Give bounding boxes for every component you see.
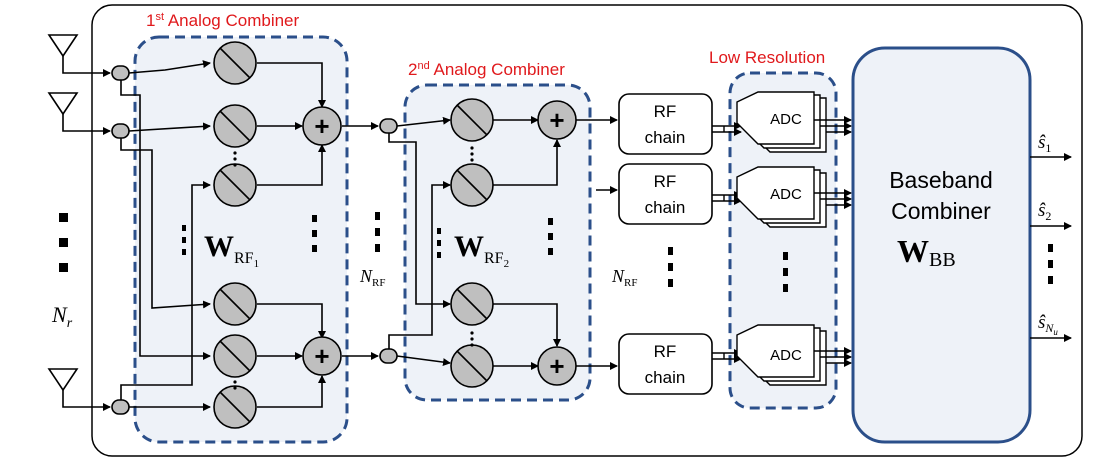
small-dots: [233, 151, 237, 390]
antenna-icon: [47, 92, 111, 135]
svg-text:+: +: [549, 351, 564, 381]
svg-text:chain: chain: [645, 368, 686, 387]
adc-block: ADC: [736, 91, 827, 153]
phase-shifter-icon: [213, 282, 257, 326]
rf-adc-wiring: [712, 122, 741, 359]
svg-text:RF: RF: [654, 102, 677, 121]
adder-icon: +: [302, 336, 342, 376]
svg-text:RF: RF: [654, 342, 677, 361]
s2-label: ŝ2: [1038, 200, 1051, 223]
adder-icon: +: [537, 100, 577, 140]
svg-text:ADC: ADC: [770, 186, 802, 203]
rf-chain-block: RF chain: [618, 93, 713, 155]
vertical-ellipsis: [375, 212, 380, 252]
splitter-node: [379, 348, 398, 364]
w-rf2-label: WRF2: [454, 230, 509, 270]
baseband-label-line2: Combiner: [891, 198, 991, 224]
rf-chain-block: RF chain: [618, 163, 713, 225]
phase-shifter-icon: [450, 344, 494, 388]
w-bb-label: WBB: [897, 233, 956, 271]
vertical-ellipsis: [437, 218, 553, 258]
analog-combiner-2-box: [403, 83, 592, 402]
phase-shifter-icon: [213, 334, 257, 378]
adder-icon: +: [302, 106, 342, 146]
svg-text:chain: chain: [645, 198, 686, 217]
low-resolution-box: [728, 71, 838, 410]
vertical-ellipsis: [668, 247, 673, 287]
phase-shifter-icon: [213, 163, 257, 207]
splitter-node: [379, 118, 398, 134]
svg-text:+: +: [314, 341, 329, 371]
splitter-node: [111, 65, 130, 81]
analog-combiner-2-title: 2nd Analog Combiner: [408, 60, 565, 79]
snu-label: ŝNu: [1038, 312, 1058, 337]
n-r-label: Nr: [51, 302, 73, 331]
n-rf-label-1: NRF: [359, 266, 385, 289]
w-rf1-label: WRF1: [204, 230, 259, 270]
vertical-ellipsis: [182, 215, 317, 255]
vertical-ellipsis: [59, 213, 68, 272]
baseband-combiner-box: [851, 46, 1032, 444]
analog-combiner-1-title: 1st Analog Combiner: [146, 11, 300, 30]
splitter-node: [111, 399, 130, 415]
rf-chain-block: RF chain: [618, 333, 713, 395]
low-resolution-title: Low Resolution: [709, 48, 825, 67]
adc-block: ADC: [736, 324, 827, 386]
vertical-ellipsis: [1048, 244, 1053, 284]
svg-text:+: +: [314, 111, 329, 141]
small-dots: [470, 146, 474, 347]
svg-text:RF: RF: [654, 172, 677, 191]
output-wiring: [1030, 153, 1072, 342]
baseband-label-line1: Baseband: [889, 167, 993, 193]
svg-text:+: +: [549, 105, 564, 135]
phase-shifter-icon: [450, 98, 494, 142]
n-rf-label-2: NRF: [611, 266, 637, 289]
svg-text:ADC: ADC: [770, 111, 802, 128]
antenna-icon: [47, 368, 111, 411]
analog-combiner-1-wiring: [120, 60, 379, 411]
adc-baseband-wiring: [814, 116, 852, 367]
antenna-icon: [47, 34, 111, 77]
phase-shifter-icon: [450, 163, 494, 207]
vertical-ellipsis: [783, 252, 788, 292]
phase-shifter-icon: [213, 41, 257, 85]
adc-block: ADC: [736, 166, 827, 228]
s1-label: ŝ1: [1038, 132, 1051, 155]
analog-combiner-1-box: [133, 35, 349, 444]
analog-combiner-2-wiring: [388, 116, 618, 370]
phase-shifter-icon: [213, 385, 257, 429]
splitter-node: [111, 123, 130, 139]
phase-shifter-icon: [450, 282, 494, 326]
adder-icon: +: [537, 346, 577, 386]
phase-shifter-icon: [213, 104, 257, 148]
svg-text:ADC: ADC: [770, 347, 802, 364]
svg-text:chain: chain: [645, 128, 686, 147]
